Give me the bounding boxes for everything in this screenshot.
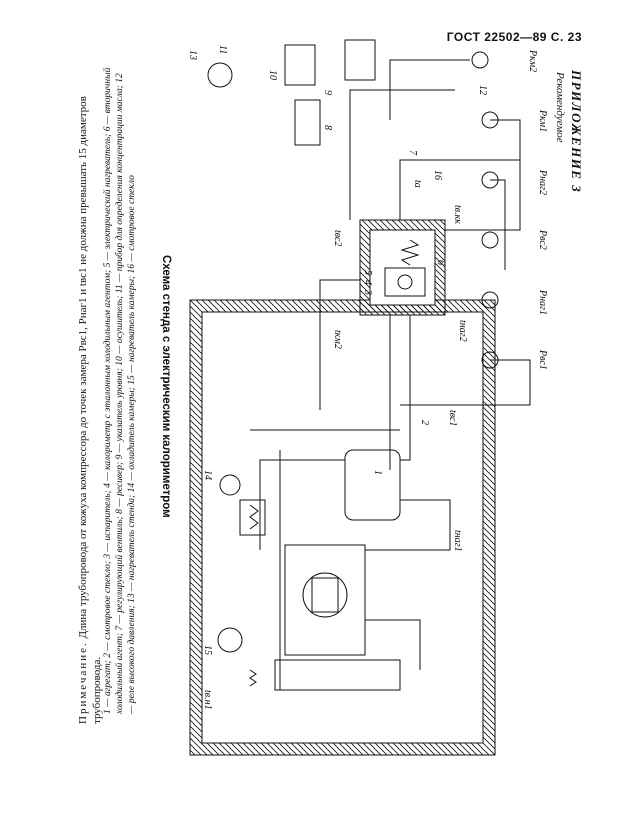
note-label: Примечание. — [77, 641, 89, 724]
page-header: ГОСТ 22502—89 С. 23 — [446, 30, 582, 44]
label-5: 5 — [362, 270, 373, 275]
label-2: 2 — [419, 420, 430, 425]
label-10: 10 — [267, 70, 278, 80]
label-8: 8 — [322, 125, 333, 130]
label-6: 6 — [435, 260, 446, 265]
evaporator — [359, 219, 446, 316]
label-t-v1: tв.кк — [452, 205, 463, 224]
receiver-dryer — [207, 39, 376, 146]
appendix-label: ПРИЛОЖЕНИЕ 3 — [569, 70, 584, 194]
label-4: 4 — [362, 280, 373, 285]
label-t-a: tа — [412, 180, 423, 188]
compressor-unit — [250, 429, 401, 691]
figure-note: Примечание. Длина трубопровода от кожуха… — [76, 64, 104, 724]
label-t-vs1: tвс1 — [447, 410, 458, 426]
figure-legend: 1 — агрегат; 2 — смотровое стекло; 3 — и… — [103, 67, 137, 714]
label-p-km1: Pкм1 — [537, 109, 548, 132]
label-t-nag2: tнаг2 — [457, 320, 468, 342]
label-15: 15 — [202, 645, 213, 655]
rotated-page: ПРИЛОЖЕНИЕ 3 Рекомендуемое — [70, 30, 590, 760]
label-7: 7 — [407, 150, 418, 156]
label-t-okr: tв.н1 — [202, 690, 213, 710]
label-12: 12 — [477, 85, 488, 95]
label-11: 11 — [217, 45, 228, 54]
note-text: Длина трубопровода от кожуха компрессора… — [77, 96, 103, 724]
label-p-nag1: Pнаг1 — [537, 289, 548, 315]
calorimeter-schematic: 3 4 5 6 7 8 9 10 11 12 13 14 15 16 1 2 P… — [187, 39, 548, 756]
chamber-heaters — [217, 474, 266, 687]
label-13: 13 — [187, 50, 198, 60]
label-t-nag1: tнаг1 — [452, 530, 463, 552]
label-t-vs2: tвс2 — [332, 230, 343, 246]
label-p-vs1: Pвс1 — [537, 349, 548, 370]
label-p-nag2: Pнаг2 — [537, 169, 548, 195]
pressure-gauges — [471, 51, 499, 369]
label-t-km2: tкм2 — [332, 330, 343, 349]
label-p-vs2: Pвс2 — [537, 229, 548, 250]
appendix-status: Рекомендуемое — [554, 72, 566, 143]
label-9: 9 — [322, 90, 333, 95]
label-3: 3 — [362, 289, 373, 295]
label-14: 14 — [202, 470, 213, 480]
piping — [259, 59, 531, 670]
figure-title: Схема стенда с электрическим калориметро… — [160, 255, 172, 518]
chamber-wall — [189, 299, 496, 756]
label-p-km2: Pкм2 — [527, 49, 538, 72]
label-16: 16 — [432, 170, 443, 180]
label-1: 1 — [372, 470, 383, 475]
